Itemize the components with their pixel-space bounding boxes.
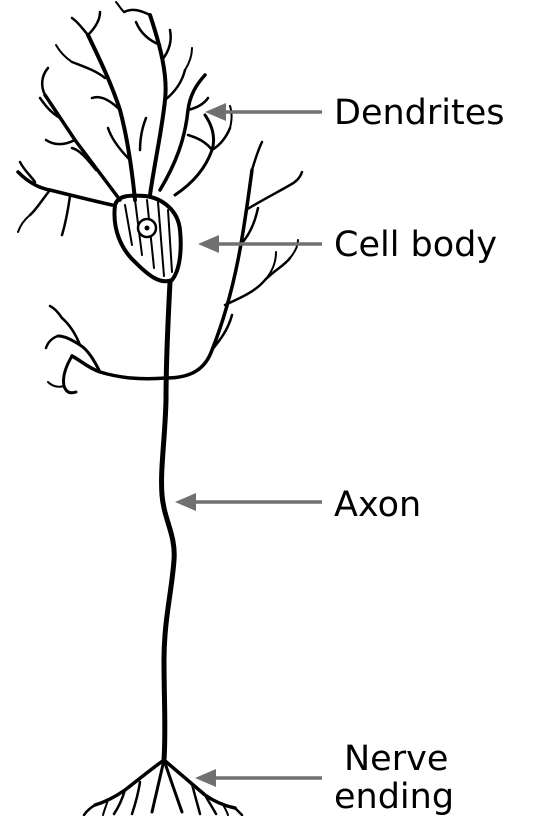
axon-collateral-left-drawing [46, 306, 166, 393]
labels: Dendrites Cell body Axon Nerve ending [334, 93, 505, 816]
nerve-ending-arrow [195, 769, 322, 787]
nucleolus-drawing [145, 226, 150, 231]
dendrites-drawing [18, 2, 232, 235]
cell-body-drawing [114, 196, 180, 282]
cell-body-label: Cell body [334, 225, 497, 265]
cell-body-arrow [198, 235, 322, 253]
nerve-ending-label-line1: Nerve [344, 739, 448, 779]
neuron-illustration [18, 2, 302, 815]
dendrites-label: Dendrites [334, 93, 505, 133]
axon-collateral-drawing [166, 142, 302, 378]
dendrites-arrow [205, 103, 322, 121]
nerve-ending-drawing [84, 760, 242, 815]
axon-drawing [162, 282, 175, 760]
axon-label: Axon [334, 485, 421, 525]
axon-arrow [175, 493, 322, 511]
nerve-ending-label-line2: ending [334, 777, 454, 816]
